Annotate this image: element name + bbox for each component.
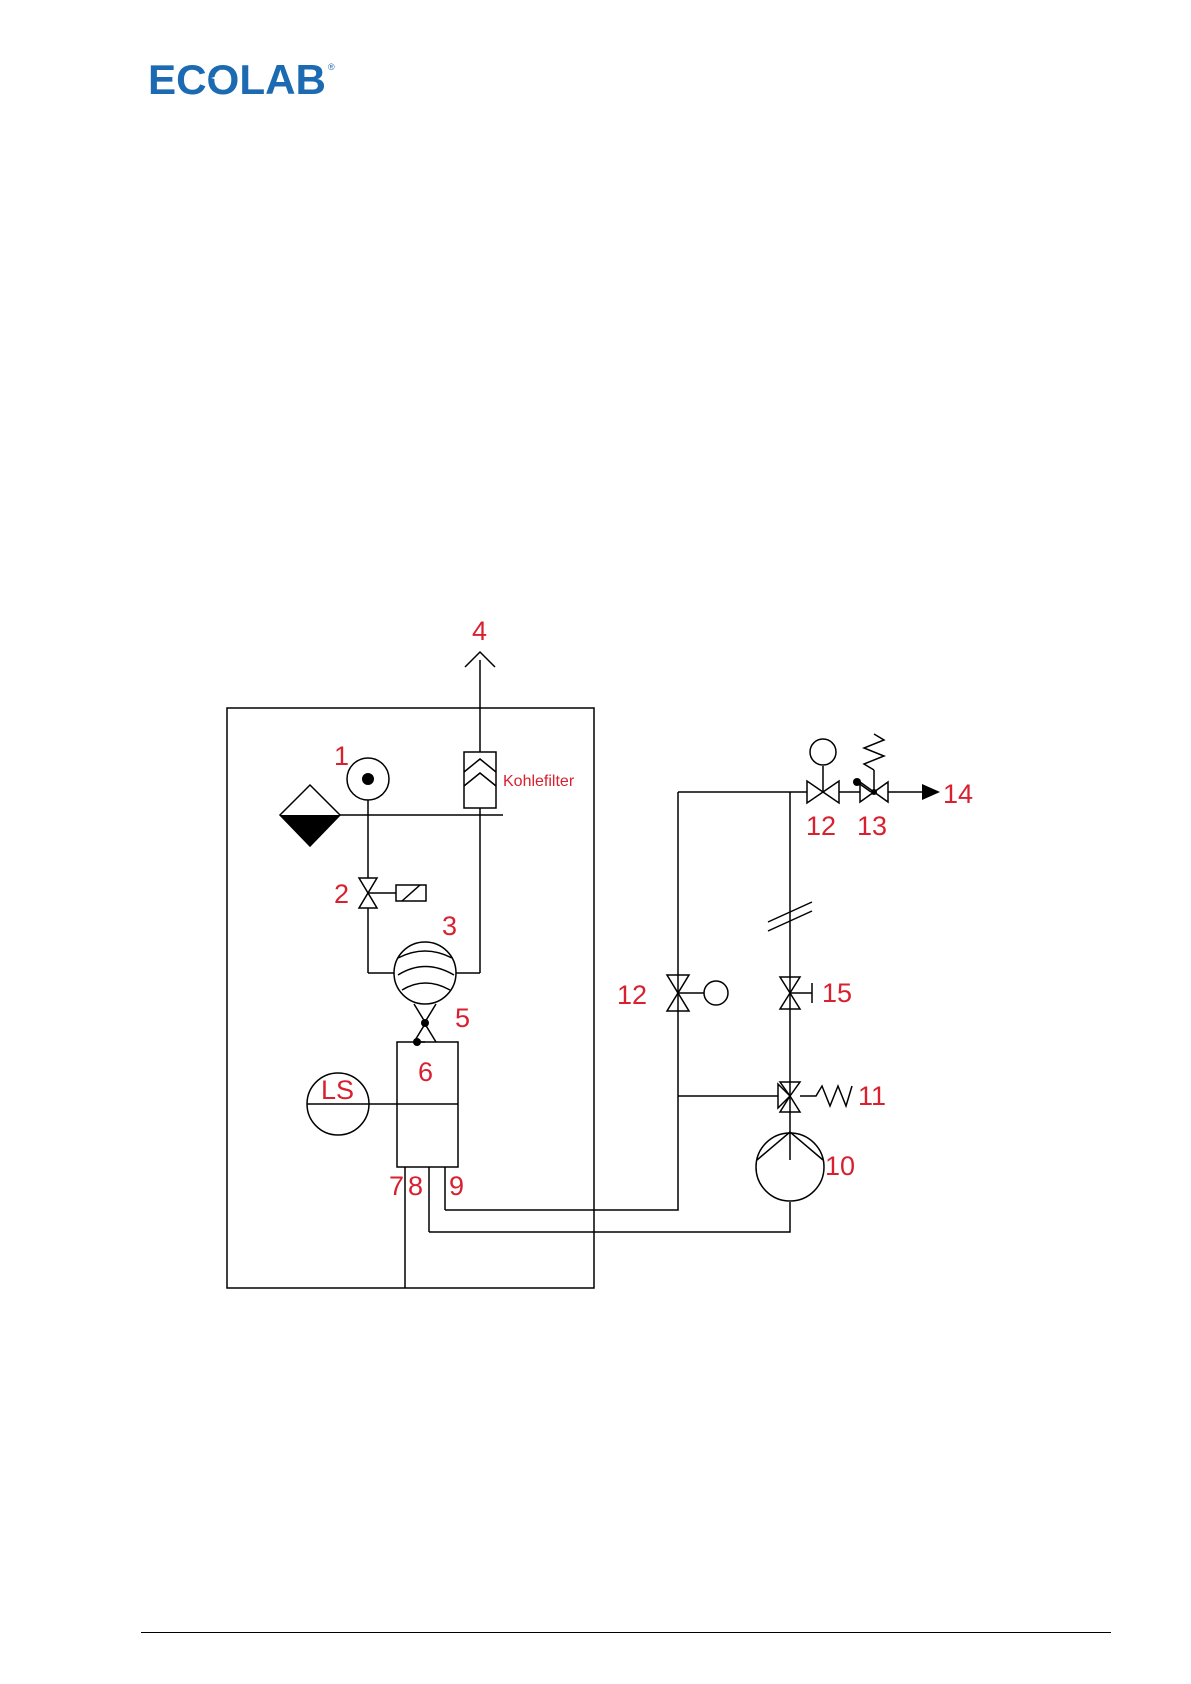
label-7: 7 [389,1171,404,1201]
label-14: 14 [943,779,973,809]
label-10: 10 [825,1151,855,1181]
three-way-valve-11-icon [778,1082,852,1112]
label-13: 13 [857,811,887,841]
label-6: 6 [418,1057,433,1087]
label-ls: LS [321,1075,354,1105]
check-valve-5-icon [414,1004,436,1042]
label-1: 1 [334,741,349,771]
outlet-arrow-14 [922,784,940,800]
label-12-top: 12 [806,811,836,841]
valve-12-left-icon [667,975,728,1011]
footer-rule [141,1632,1111,1633]
label-5: 5 [455,1003,470,1033]
valve-15-icon [780,977,812,1009]
label-15: 15 [822,978,852,1008]
valve-12-top-icon [807,739,839,803]
label-8: 8 [408,1171,423,1201]
label-2: 2 [334,879,349,909]
solenoid-valve-2-icon [359,878,426,908]
label-11: 11 [858,1081,886,1111]
label-kohlefilter: Kohlefilter [503,773,575,790]
housing-frame [227,708,594,1288]
label-9: 9 [449,1171,464,1201]
label-3: 3 [442,911,457,941]
label-12-left: 12 [617,980,647,1010]
drain-diamond-icon [280,785,340,846]
indicator-1-icon [347,758,389,800]
label-4: 4 [472,616,487,646]
carbon-filter [464,752,496,808]
pump-3-icon [394,942,456,1004]
